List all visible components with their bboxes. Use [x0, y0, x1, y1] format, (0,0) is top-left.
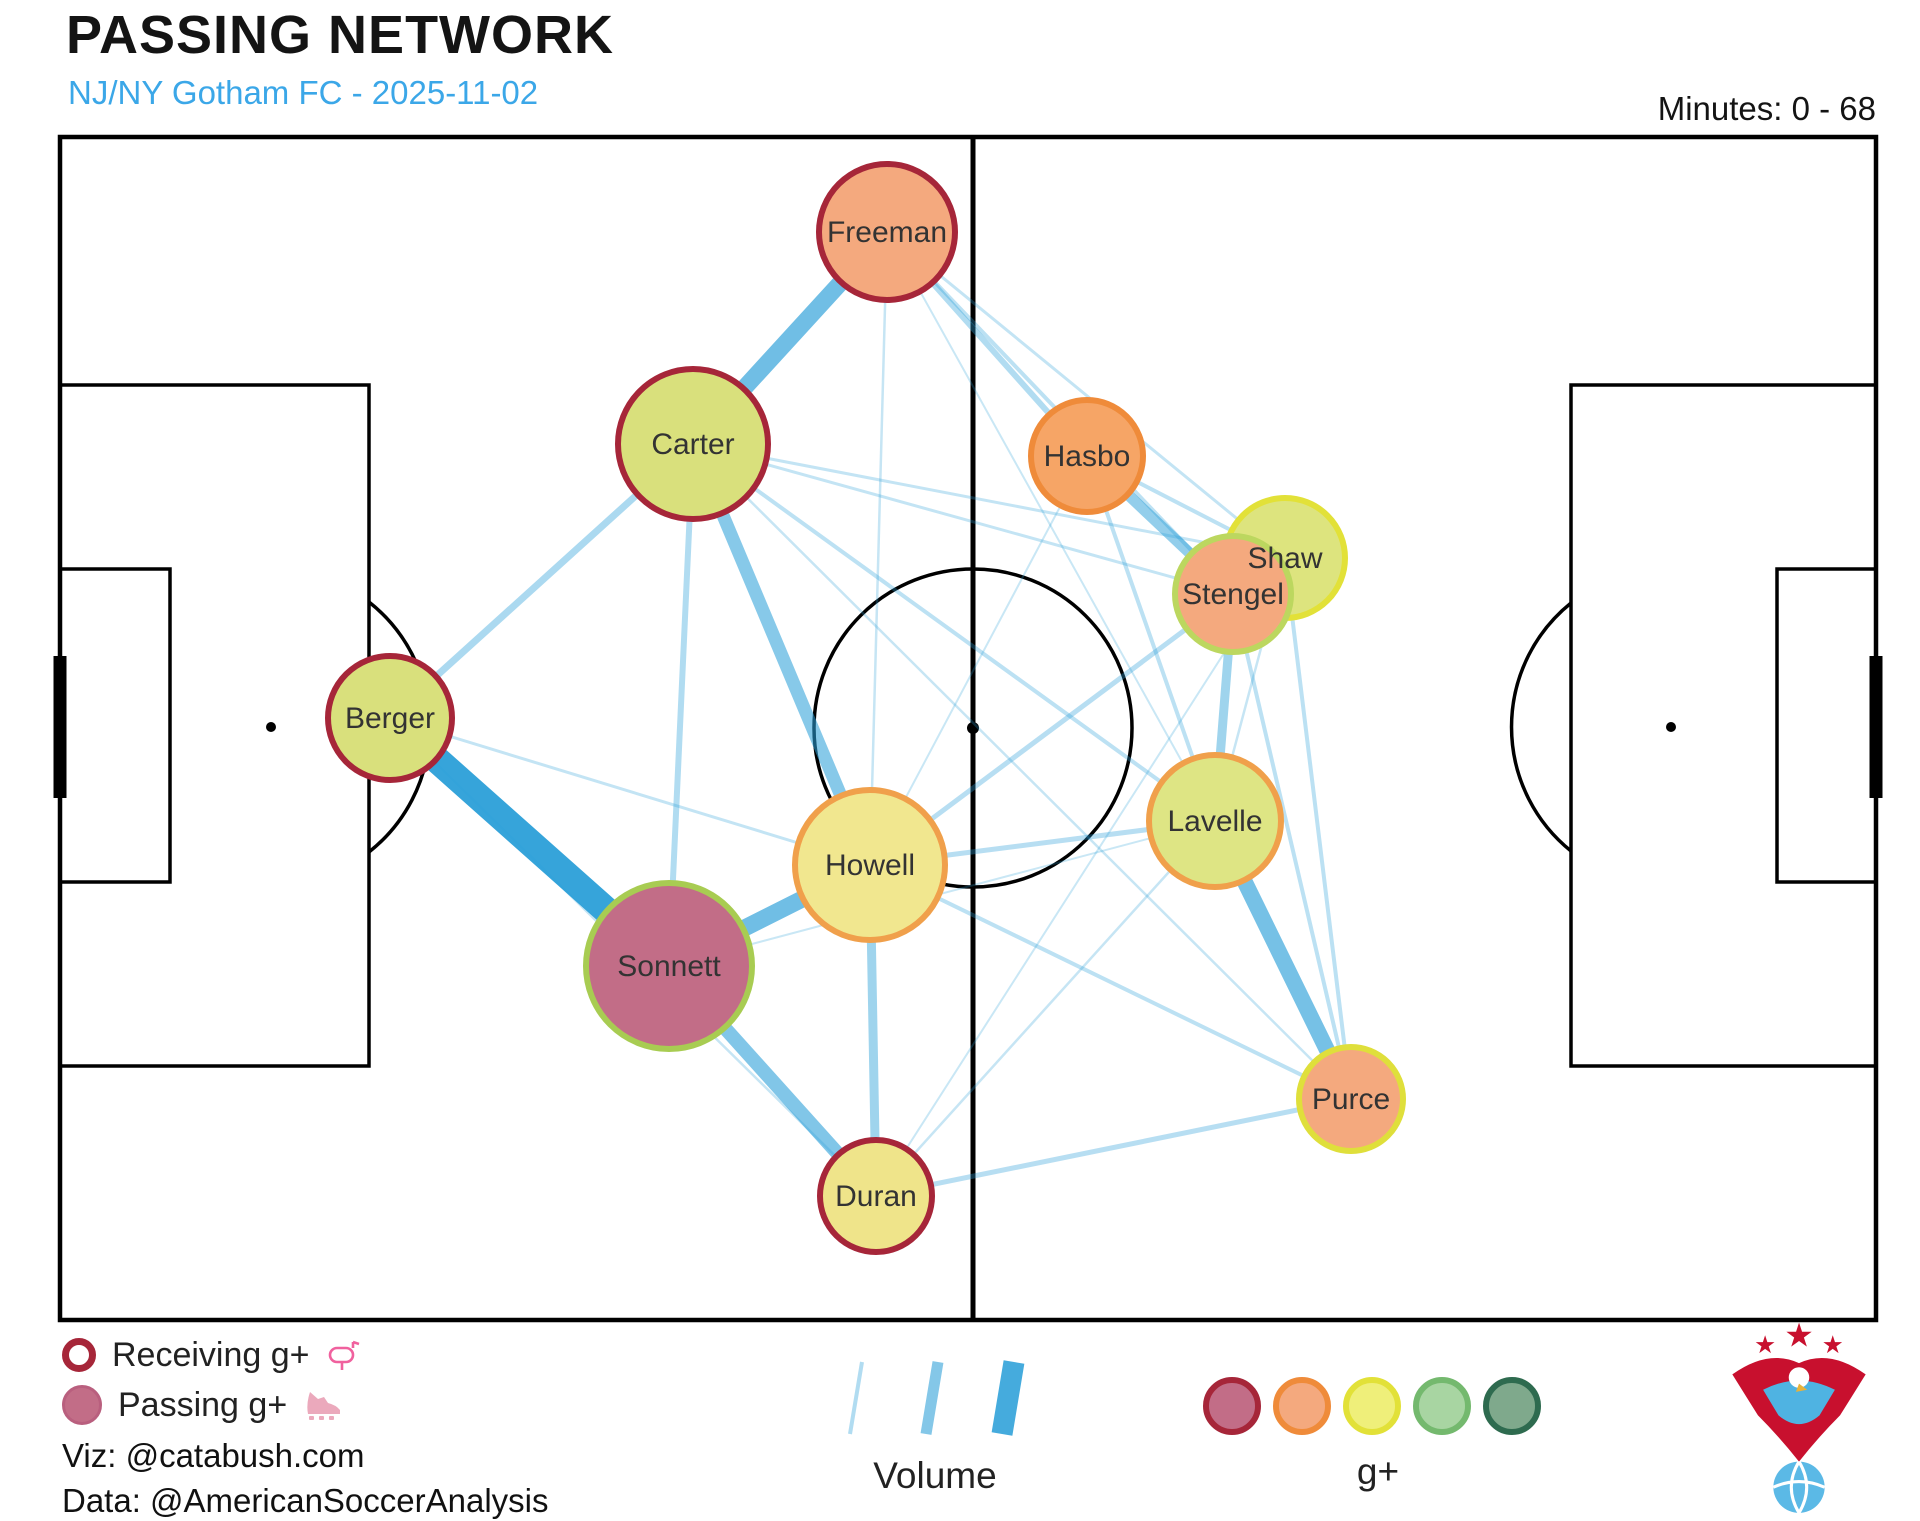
gplus-io-legend: Receiving g+ Passing g+ Viz: @catabush.c… [62, 1330, 549, 1520]
page-subtitle: NJ/NY Gotham FC - 2025-11-02 [68, 74, 539, 111]
pass-edge-duran-lavelle [874, 819, 1217, 1198]
pitch-spots [266, 722, 1676, 734]
player-node-duran[interactable] [817, 1137, 935, 1255]
gplus-scale-dot-0 [1203, 1377, 1261, 1435]
player-label-stengel: Stengel [1182, 578, 1284, 611]
pass-edge-carter-shaw [691, 442, 1287, 560]
player-label-hasbo: Hasbo [1044, 440, 1131, 473]
volume-label: Volume [873, 1455, 997, 1496]
volume-sample-0 [848, 1361, 864, 1435]
pass-edge-carter-sonnett [666, 441, 696, 969]
receiving-label: Receiving g+ [112, 1335, 310, 1374]
minutes-label: Minutes: 0 - 68 [1657, 90, 1876, 127]
player-label-purce: Purce [1312, 1083, 1390, 1116]
pass-edge-duran-shaw [875, 557, 1286, 1197]
gplus-scale-dot-3 [1413, 1377, 1471, 1435]
volume-sample-2 [991, 1360, 1025, 1436]
logo-eagle-body [1763, 1380, 1835, 1425]
receiving-ring-swatch [62, 1338, 96, 1372]
pass-edge-freeman-shaw [885, 230, 1287, 560]
receiving-legend-row: Receiving g+ [62, 1330, 549, 1380]
logo-star-right: ★ [1822, 1332, 1844, 1359]
player-node-carter[interactable] [615, 366, 771, 522]
player-label-duran: Duran [835, 1180, 917, 1213]
gplus-scale-legend: g+ [1198, 1372, 1558, 1493]
pass-edges [376, 223, 1359, 1203]
logo-ball [1773, 1461, 1825, 1513]
pass-edge-freeman-howell [868, 230, 889, 867]
player-label-lavelle: Lavelle [1167, 805, 1262, 838]
logo-eagle-head [1788, 1367, 1810, 1388]
player-node-sonnett[interactable] [583, 880, 755, 1052]
data-credit: Data: @AmericanSoccerAnalysis [62, 1482, 549, 1519]
gotham-fc-logo-art: ★ ★ ★ [1732, 1317, 1866, 1514]
logo-star-left: ★ [1754, 1332, 1776, 1359]
passing-legend-row: Passing g+ [62, 1380, 549, 1430]
logo-eagle-beak [1795, 1383, 1808, 1392]
gplus-label: g+ [1356, 1451, 1400, 1492]
player-node-hasbo[interactable] [1028, 397, 1146, 515]
pass-edge-carter-lavelle [691, 442, 1217, 823]
boot-icon [307, 1392, 341, 1420]
player-label-shaw: Shaw [1247, 542, 1322, 575]
pass-edge-freeman-lavelle [886, 231, 1216, 822]
player-node-berger[interactable] [325, 653, 455, 783]
pass-edge-howell-purce [868, 863, 1353, 1101]
player-node-howell[interactable] [792, 787, 948, 943]
gotham-fc-logo: ★ ★ ★ [1718, 1317, 1880, 1518]
passing-label: Passing g+ [118, 1385, 288, 1424]
player-node-lavelle[interactable] [1146, 752, 1284, 890]
player-nodes [325, 161, 1406, 1255]
pass-edge-carter-purce [691, 442, 1353, 1101]
pitch-lines [53, 134, 1883, 1323]
pass-edge-berger-howell [388, 716, 872, 867]
pass-edge-carter-stengel [691, 442, 1235, 596]
pass-edge-purce-duran [873, 1096, 1354, 1199]
logo-star-center: ★ [1784, 1318, 1813, 1354]
player-node-stengel[interactable] [1172, 533, 1294, 655]
player-node-purce[interactable] [1296, 1044, 1406, 1154]
gplus-scale-dot-2 [1343, 1377, 1401, 1435]
player-label-howell: Howell [825, 849, 915, 882]
mailbox-icon [328, 1340, 359, 1370]
player-node-freeman[interactable] [816, 161, 958, 303]
volume-legend: Volume [820, 1352, 1050, 1497]
logo-ball-lines [1772, 1460, 1826, 1514]
player-label-sonnett: Sonnett [617, 950, 721, 983]
pass-edge-shaw-purce [1283, 556, 1353, 1101]
passing-dot-swatch [62, 1385, 102, 1425]
pass-edge-stengel-purce [1231, 592, 1353, 1101]
gplus-scale-dot-1 [1273, 1377, 1331, 1435]
gplus-scale-dots [1203, 1377, 1541, 1435]
player-label-freeman: Freeman [827, 216, 947, 249]
volume-sample-1 [920, 1361, 944, 1435]
player-label-carter: Carter [651, 428, 734, 461]
page-title: PASSING NETWORK [66, 5, 615, 65]
gplus-scale-dot-4 [1483, 1377, 1541, 1435]
player-label-berger: Berger [345, 702, 435, 735]
viz-credit: Viz: @catabush.com [62, 1437, 365, 1474]
volume-legend-samples [848, 1360, 1025, 1436]
